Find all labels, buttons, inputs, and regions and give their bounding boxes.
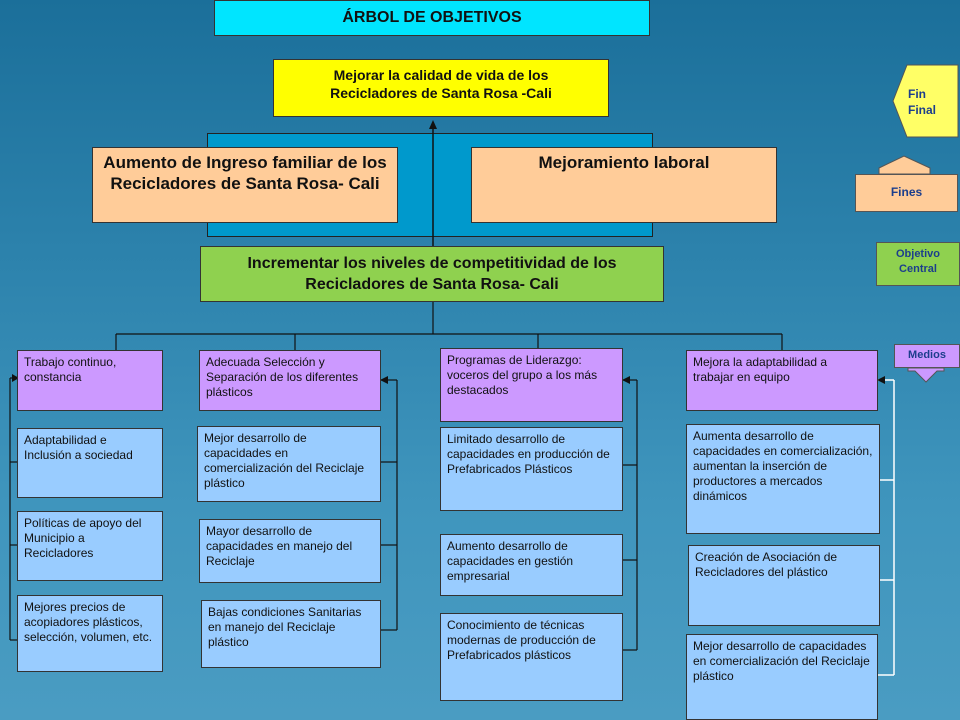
- medio-4-item-2: Creación de Asociación de Recicladores d…: [688, 545, 880, 626]
- arrow-group-1-icon: [12, 374, 19, 382]
- page-title: ÁRBOL DE OBJETIVOS: [214, 0, 650, 36]
- medios-down-arrow-shape: [907, 367, 945, 383]
- medio-3-item-3: Conocimiento de técnicas modernas de pro…: [440, 613, 623, 701]
- medio-head-1: Trabajo continuo, constancia: [17, 350, 163, 411]
- medio-3-item-1: Limitado desarrollo de capacidades en pr…: [440, 427, 623, 511]
- medio-head-2: Adecuada Selección y Separación de los d…: [199, 350, 381, 411]
- medio-4-item-3: Mejor desarrollo de capacidades en comer…: [686, 634, 878, 720]
- medio-2-item-2: Mayor desarrollo de capacidades en manej…: [199, 519, 381, 583]
- group-2-bracket: [381, 379, 398, 631]
- group-4-bracket: [878, 379, 895, 676]
- fin-box-2: Mejoramiento laboral: [471, 147, 777, 223]
- group-3-bracket: [623, 379, 638, 651]
- group-1-bracket: [9, 377, 17, 641]
- legend-fin-final-label: Fin Final: [908, 87, 937, 117]
- medio-1-item-2: Políticas de apoyo del Municipio a Recic…: [17, 511, 163, 581]
- medio-1-item-1: Adaptabilidad e Inclusión a sociedad: [17, 428, 163, 498]
- fin-final-arrow-shape: [892, 64, 959, 138]
- arrow-group-3-icon: [622, 376, 630, 384]
- medio-4-item-1: Aumenta desarrollo de capacidades en com…: [686, 424, 880, 534]
- legend-objetivo-central: Objetivo Central: [876, 242, 960, 286]
- medio-2-item-3: Bajas condiciones Sanitarias en manejo d…: [201, 600, 381, 668]
- fin-box-1: Aumento de Ingreso familiar de los Recic…: [92, 147, 398, 223]
- central-objective-box: Incrementar los niveles de competitivida…: [200, 246, 664, 302]
- medio-head-4: Mejora la adaptabilidad a trabajar en eq…: [686, 350, 878, 411]
- arrow-group-2-icon: [380, 376, 388, 384]
- medio-head-3: Programas de Liderazgo: voceros del grup…: [440, 348, 623, 422]
- arrow-group-4-icon: [877, 376, 885, 384]
- fin-final-box: Mejorar la calidad de vida de los Recicl…: [273, 59, 609, 117]
- legend-fines: Fines: [855, 174, 958, 212]
- fines-up-arrow-shape: [878, 155, 931, 175]
- medio-2-item-1: Mejor desarrollo de capacidades en comer…: [197, 426, 381, 502]
- medio-1-item-3: Mejores precios de acopiadores plásticos…: [17, 595, 163, 672]
- arrow-up-goal-icon: [429, 120, 437, 129]
- legend-medios: Medios: [894, 344, 960, 368]
- medio-3-item-2: Aumento desarrollo de capacidades en ges…: [440, 534, 623, 596]
